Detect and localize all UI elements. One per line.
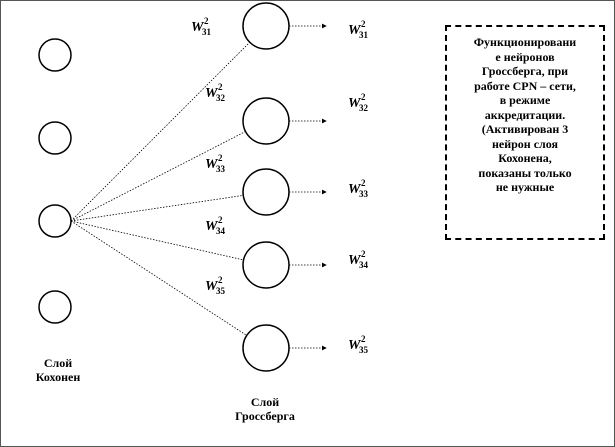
grossberg-layer-label: Слой Гроссберга [235, 395, 295, 423]
svg-text:2: 2 [361, 19, 366, 29]
connections [70, 41, 251, 336]
svg-text:W: W [348, 182, 362, 197]
svg-text:W: W [205, 219, 219, 234]
svg-text:33: 33 [216, 164, 226, 174]
grossberg-neuron [242, 97, 290, 145]
kohonen-neuron [38, 290, 72, 324]
svg-text:W: W [205, 86, 219, 101]
svg-text:2: 2 [361, 178, 366, 188]
svg-text:W: W [348, 23, 362, 38]
kohonen-neuron-active [38, 204, 72, 238]
svg-text:2: 2 [218, 153, 223, 163]
svg-text:33: 33 [359, 189, 369, 199]
grossberg-neuron [242, 324, 290, 372]
connection-line [70, 220, 244, 261]
svg-text:2: 2 [361, 249, 366, 259]
note-box: Функционировани е нейронов Гроссберга, п… [445, 25, 605, 240]
grossberg-neuron [242, 2, 290, 50]
output-arrows [289, 23, 327, 351]
svg-text:35: 35 [359, 345, 369, 355]
svg-text:2: 2 [218, 82, 223, 92]
svg-text:W: W [205, 279, 219, 294]
connection-line [70, 220, 247, 336]
note-text: Функционировани е нейронов Гроссберга, п… [473, 35, 577, 194]
svg-text:34: 34 [359, 260, 369, 270]
svg-text:2: 2 [361, 92, 366, 102]
svg-text:31: 31 [359, 30, 369, 40]
grossberg-layer [242, 2, 290, 372]
kohonen-layer-label: Слой Кохонен [35, 356, 81, 384]
connection-line [70, 41, 251, 222]
svg-text:2: 2 [218, 215, 223, 225]
svg-text:34: 34 [216, 226, 226, 236]
svg-text:W: W [348, 96, 362, 111]
svg-text:31: 31 [202, 27, 212, 37]
grossberg-neuron [242, 168, 290, 216]
svg-text:W: W [348, 338, 362, 353]
svg-text:2: 2 [218, 275, 223, 285]
svg-text:2: 2 [204, 16, 209, 26]
svg-text:2: 2 [361, 334, 366, 344]
connection-line [70, 194, 244, 222]
kohonen-neuron [38, 121, 72, 155]
kohonen-layer [38, 38, 72, 324]
svg-text:32: 32 [359, 103, 369, 113]
connection-line [70, 131, 246, 222]
kohonen-neuron [38, 38, 72, 72]
svg-text:32: 32 [216, 93, 226, 103]
svg-text:W: W [348, 253, 362, 268]
svg-text:W: W [205, 157, 219, 172]
svg-text:W: W [191, 20, 205, 35]
svg-text:35: 35 [216, 286, 226, 296]
grossberg-neuron [242, 241, 290, 289]
